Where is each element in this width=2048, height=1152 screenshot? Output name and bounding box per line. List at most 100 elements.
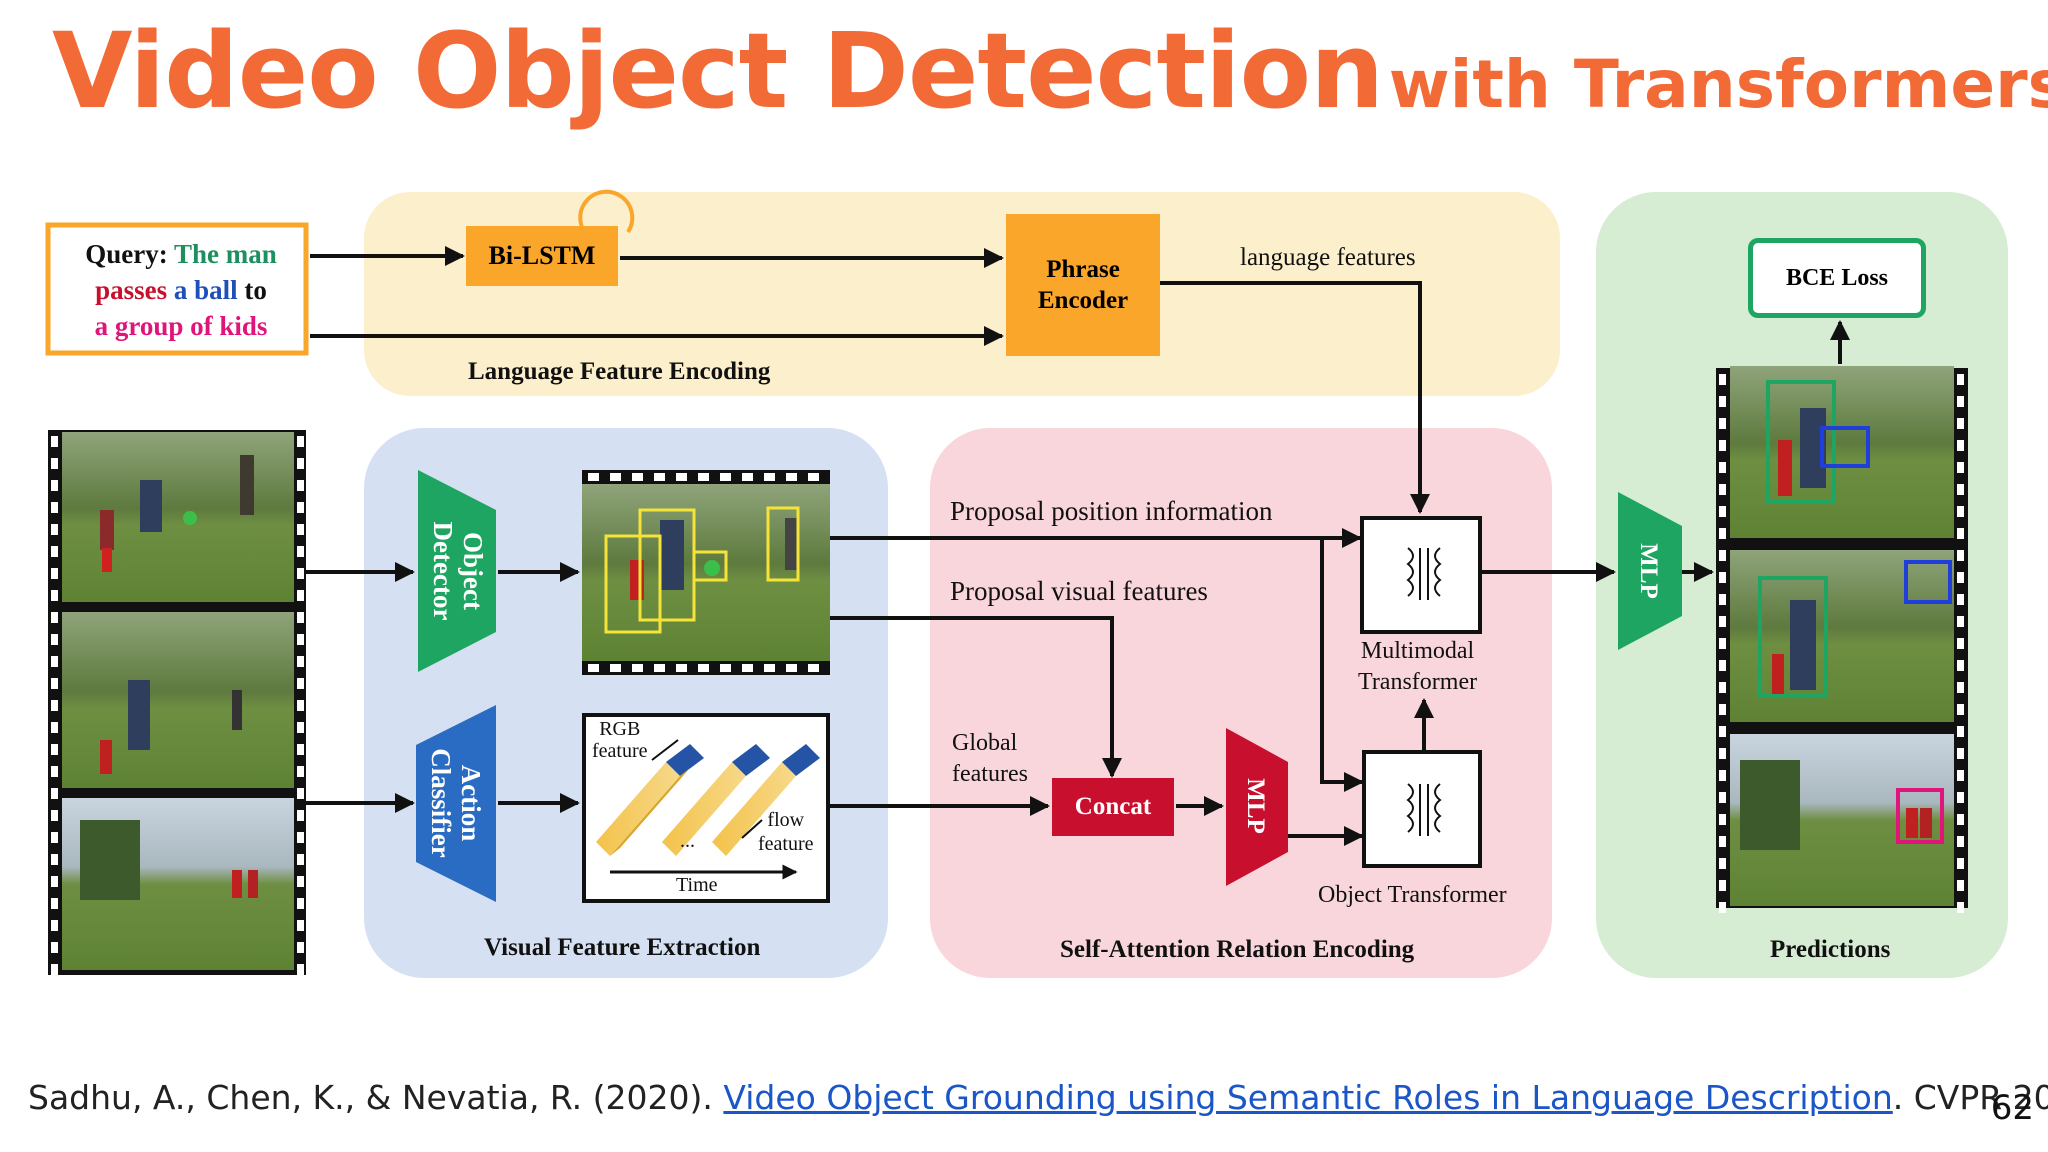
film-sprocket-hole [610, 473, 621, 481]
query-word-to: to [244, 275, 267, 305]
film-sprocket-hole [1719, 506, 1726, 517]
film-sprocket-hole [297, 744, 304, 755]
page-number: 62 [1990, 1088, 2034, 1128]
film-sprocket-hole [1957, 770, 1964, 781]
bilstm-label: Bi-LSTM [488, 241, 596, 270]
film-sprocket-hole [1719, 660, 1726, 671]
flow-feature-line1: flow [767, 809, 805, 831]
rgb-feature-line2: feature [592, 740, 648, 762]
film-sprocket-hole [1957, 704, 1964, 715]
rgb-feature-line1: RGB [599, 718, 641, 740]
film-sprocket-hole [1957, 792, 1964, 803]
film-sprocket-hole [297, 876, 304, 887]
predictions-film-strip [1716, 366, 1968, 913]
film-sprocket-hole [1957, 880, 1964, 891]
film-sprocket-hole [51, 546, 58, 557]
film-sprocket-hole [654, 664, 665, 672]
film-sprocket-hole [1719, 748, 1726, 759]
bilstm-loop [578, 189, 635, 240]
film-sprocket-hole [588, 473, 599, 481]
film-sprocket-hole [297, 964, 304, 975]
feature-ellipsis: ... [680, 830, 695, 852]
film-sprocket-hole [297, 942, 304, 953]
multimodal-line1: Multimodal [1360, 638, 1475, 664]
query-word-kids: a group of kids [94, 311, 268, 341]
citation: Sadhu, A., Chen, K., & Nevatia, R. (2020… [28, 1078, 2048, 1117]
arrow-language-features [1160, 281, 1430, 514]
film-sprocket-hole [632, 664, 643, 672]
film-sprocket-hole [297, 854, 304, 865]
film-sprocket-hole [51, 436, 58, 447]
object-transformer-label: Object Transformer [1318, 882, 1507, 908]
film-sprocket-hole [1957, 726, 1964, 737]
film-sprocket-hole [764, 664, 775, 672]
film-sprocket-hole [297, 612, 304, 623]
film-sprocket-hole [1719, 638, 1726, 649]
query-label: Query: [85, 239, 168, 269]
film-sprocket-hole [1719, 902, 1726, 913]
query-word-man: The man [173, 239, 277, 269]
film-sprocket-hole [51, 656, 58, 667]
language-panel-label: Language Feature Encoding [468, 358, 771, 385]
predictions-mlp-shape [1618, 492, 1682, 650]
film-sprocket-hole [297, 480, 304, 491]
film-sprocket-hole [51, 634, 58, 645]
title-sub: with Transformers [1388, 46, 2048, 123]
film-sprocket-hole [676, 664, 687, 672]
film-sprocket-hole [742, 664, 753, 672]
concat-box: Concat [1052, 778, 1174, 836]
film-sprocket-hole [742, 473, 753, 481]
film-sprocket-hole [1719, 550, 1726, 561]
film-sprocket-hole [51, 722, 58, 733]
film-sprocket-hole [1957, 572, 1964, 583]
film-sprocket-hole [1957, 748, 1964, 759]
film-sprocket-hole [1957, 506, 1964, 517]
query-box [45, 222, 309, 356]
language-features-label: language features [1240, 244, 1416, 271]
film-sprocket-hole [51, 612, 58, 623]
film-sprocket-hole [654, 473, 665, 481]
film-sprocket-hole [1957, 374, 1964, 385]
predictions-mlp-label: MLP [1635, 543, 1662, 599]
object-transformer-box [1362, 750, 1482, 868]
film-sprocket-hole [632, 473, 643, 481]
film-sprocket-hole [297, 832, 304, 843]
film-sprocket-hole [786, 664, 797, 672]
film-sprocket-hole [1957, 550, 1964, 561]
visual-panel-label: Visual Feature Extraction [484, 934, 761, 961]
film-sprocket-hole [1957, 484, 1964, 495]
bilstm-box: Bi-LSTM [466, 226, 618, 286]
film-sprocket-hole [1957, 836, 1964, 847]
film-sprocket-hole [297, 766, 304, 777]
film-sprocket-hole [588, 664, 599, 672]
film-sprocket-hole [51, 766, 58, 777]
film-sprocket-hole [1957, 902, 1964, 913]
film-sprocket-hole [1957, 418, 1964, 429]
film-sprocket-hole [297, 568, 304, 579]
citation-link[interactable]: Video Object Grounding using Semantic Ro… [723, 1078, 1893, 1117]
film-sprocket-hole [297, 590, 304, 601]
film-sprocket-hole [1719, 792, 1726, 803]
film-sprocket-hole [1719, 396, 1726, 407]
phrase-encoder-box: Phrase Encoder [1006, 214, 1160, 356]
bce-loss-label: BCE Loss [1785, 264, 1889, 291]
input-film-strip [48, 430, 306, 975]
film-sprocket-hole [297, 524, 304, 535]
object-detector-shape [418, 470, 496, 672]
film-sprocket-hole [1957, 638, 1964, 649]
flow-feature-label: flow feature [758, 808, 814, 856]
relation-mlp-label: MLP [1242, 778, 1269, 834]
film-sprocket-hole [297, 788, 304, 799]
film-sprocket-hole [51, 964, 58, 975]
query-word-ball: ball [194, 275, 238, 305]
film-sprocket-hole [51, 898, 58, 909]
film-sprocket-hole [1719, 594, 1726, 605]
film-sprocket-hole [51, 480, 58, 491]
proposal-position-label: Proposal position information [950, 496, 1273, 526]
film-sprocket-hole [297, 546, 304, 557]
film-sprocket-hole [51, 590, 58, 601]
film-sprocket-hole [1719, 726, 1726, 737]
film-sprocket-hole [808, 664, 819, 672]
film-sprocket-hole [1719, 572, 1726, 583]
film-sprocket-hole [51, 568, 58, 579]
